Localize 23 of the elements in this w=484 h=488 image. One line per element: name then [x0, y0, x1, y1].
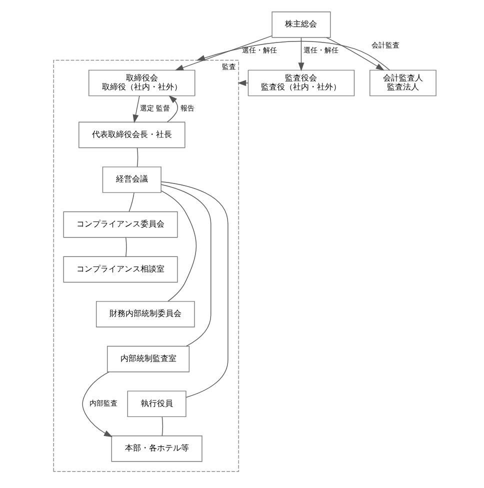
- edge-label: 内部監査: [89, 398, 118, 408]
- arrow: [132, 95, 140, 123]
- edge-label: 報告: [180, 103, 194, 112]
- connector: [160, 190, 197, 302]
- arrow: [196, 40, 390, 70]
- arrow: [166, 94, 178, 122]
- connector: [160, 184, 212, 346]
- edge-label: 選任・解任: [303, 44, 338, 54]
- connector: [136, 147, 138, 167]
- edge-label: 選定 監督: [140, 103, 170, 112]
- connector: [162, 416, 164, 436]
- arrow: [238, 80, 249, 86]
- connector: [160, 180, 228, 398]
- arrow: [174, 34, 272, 70]
- edge-label: 選任・解任: [242, 44, 278, 54]
- connector: [126, 236, 127, 256]
- edge-label: 会計監査: [371, 40, 400, 49]
- cluster: [53, 59, 239, 472]
- connector: [128, 192, 134, 212]
- arrow: [82, 371, 113, 437]
- arrow: [326, 36, 384, 70]
- edge-label: 監査: [222, 61, 236, 70]
- arrow: [298, 36, 304, 71]
